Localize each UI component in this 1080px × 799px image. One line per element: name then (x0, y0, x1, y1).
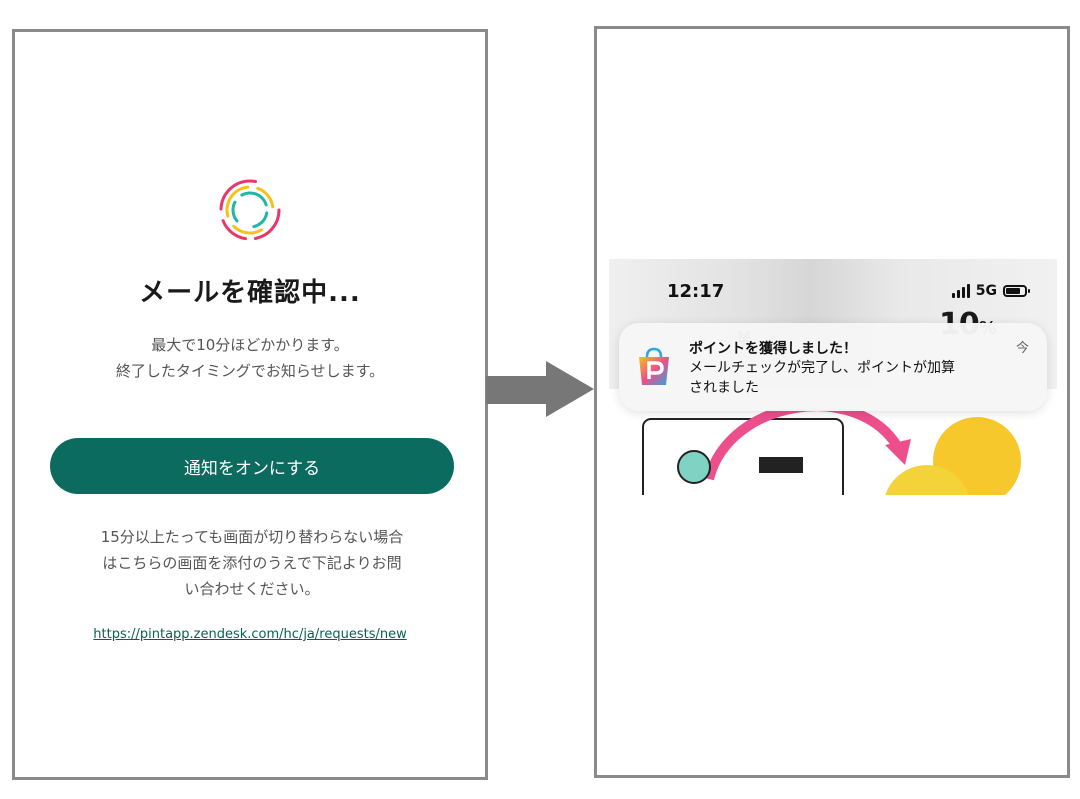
notification-body-line: されました (689, 380, 759, 396)
notification-time: 今 (1015, 341, 1029, 356)
support-note-line: い合わせください。 (184, 580, 320, 598)
status-bar-indicators: 5G (951, 283, 1030, 299)
notification-body-line: メールチェックが完了し、ポイントが加算 (689, 360, 955, 376)
status-bar-time: 12:17 (667, 281, 725, 302)
promo-illustration (642, 409, 1021, 495)
status-message: 最大で10分ほどかかります。 終了したタイミングでお知らせします。 (15, 332, 485, 384)
signal-icon (951, 284, 970, 298)
battery-icon (1003, 285, 1030, 297)
support-note-line: 15分以上たっても画面が切り替わらない場合 (100, 528, 404, 546)
push-notification[interactable]: ポイントを獲得しました！ メールチェックが完了し、ポイントが加算 されました 今 (619, 323, 1047, 411)
support-note: 15分以上たっても画面が切り替わらない場合 はこちらの画面を添付のうえで下記より… (75, 524, 429, 602)
pint-app-icon (639, 347, 669, 385)
network-type: 5G (975, 283, 997, 299)
support-note-line: はこちらの画面を添付のうえで下記よりお問 (102, 554, 402, 572)
email-checking-screen: メールを確認中... 最大で10分ほどかかります。 終了したタイミングでお知らせ… (12, 29, 488, 780)
page-title: メールを確認中... (139, 278, 361, 308)
notification-title: ポイントを獲得しました！ (689, 341, 857, 357)
support-request-link[interactable]: https://pintapp.zendesk.com/hc/ja/reques… (93, 627, 407, 642)
status-message-line: 最大で10分ほどかかります。 (151, 336, 349, 354)
status-message-line: 終了したタイミングでお知らせします。 (115, 362, 385, 380)
loading-spinner-icon (219, 179, 281, 241)
push-notification-screen: 12:17 5G ¥ 10% (594, 26, 1070, 778)
notification-body: メールチェックが完了し、ポイントが加算 されました (689, 358, 1009, 398)
right-arrow-icon (486, 361, 594, 417)
phone-screenshot: 12:17 5G ¥ 10% (609, 259, 1057, 495)
enable-notifications-button[interactable]: 通知をオンにする (50, 438, 454, 494)
